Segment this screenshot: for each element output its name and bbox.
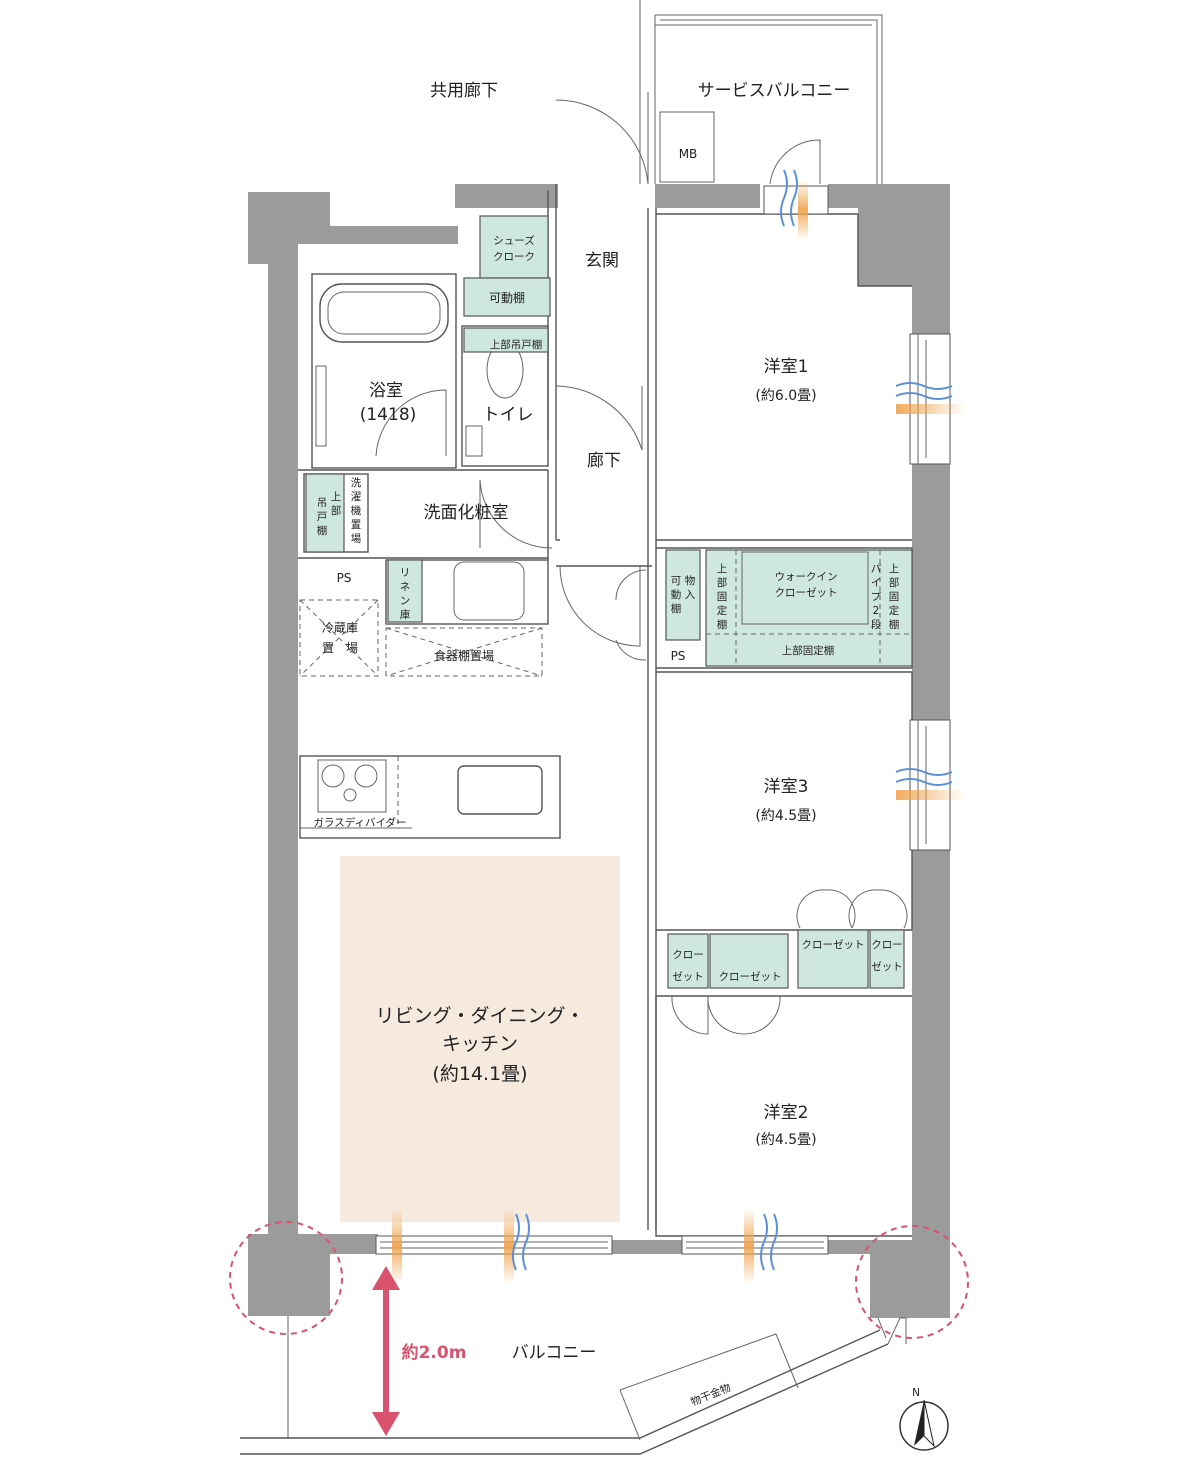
closet-r-small-label-1: クロー — [871, 939, 903, 951]
hanging-char-4: 上 — [331, 491, 342, 503]
storage-char-1: 物 — [685, 574, 696, 587]
ps-right-label: PS — [671, 649, 686, 663]
linen-char-3: ン — [400, 595, 411, 607]
closet-right — [797, 929, 869, 989]
shoes-cloak — [479, 215, 549, 279]
closet-r-label: クローゼット — [802, 939, 865, 951]
storage-char-3: 可 — [671, 575, 682, 587]
pipe-char-1: パ — [871, 563, 882, 575]
upper-fixed-v-char-1: 上 — [717, 563, 728, 575]
linen-char-1: リ — [400, 567, 411, 579]
bath-name-label: 浴室 — [369, 381, 403, 401]
upper-fixed-h-label: 上部固定棚 — [782, 644, 835, 657]
walkin-label-2: クローゼット — [775, 587, 838, 599]
storage-fills — [305, 215, 913, 1222]
genkan-label: 玄関 — [585, 251, 619, 271]
room2-size-label: (約4.5畳) — [755, 1132, 816, 1148]
room3-name-label: 洋室3 — [764, 777, 809, 797]
north-label: N — [912, 1387, 920, 1399]
service-balcony-railing — [639, 0, 883, 184]
pipe-char-4: 2 — [873, 605, 880, 617]
linen-storage — [387, 559, 423, 623]
toilet-label: トイレ — [483, 405, 534, 425]
upper-fixed-r-char-4: 定 — [889, 604, 900, 617]
mb-label: MB — [679, 147, 698, 161]
hanging-char-1: 吊 — [317, 497, 328, 509]
balcony — [240, 1316, 907, 1455]
dish-shelf-label: 食器棚置場 — [434, 648, 494, 663]
upper-fixed-v-char-5: 棚 — [717, 618, 728, 631]
glass-divider-label: ガラスディバイダー — [313, 816, 406, 829]
room1-name-label: 洋室1 — [764, 357, 809, 377]
depth-label: 約2.0m — [402, 1342, 467, 1363]
corridor-label: 廊下 — [587, 451, 621, 471]
ldk-label-2: キッチン — [442, 1033, 518, 1055]
ldk-area — [340, 856, 620, 1222]
closet-small-label-1: クロー — [672, 949, 704, 961]
upper-fixed-r-char-2: 部 — [889, 576, 900, 589]
highlight-circle-right — [855, 1225, 969, 1339]
ldk-label-1: リビング・ダイニング・ — [375, 1005, 584, 1027]
hanging-char-3: 棚 — [317, 524, 328, 537]
room1-size-label: (約6.0畳) — [755, 388, 816, 404]
washer-char-5: 場 — [351, 532, 362, 545]
service-balcony-label: サービスバルコニー — [698, 81, 851, 101]
upper-hanging-shelf — [463, 327, 549, 353]
depth-arrow — [372, 1266, 400, 1436]
fridge-label-1: 冷蔵庫 — [322, 621, 358, 635]
upper-fixed-r-char-5: 棚 — [889, 618, 900, 631]
closet-right-small — [869, 929, 905, 989]
ps-left-label: PS — [337, 571, 352, 585]
highlight-circle-left — [229, 1221, 343, 1335]
fridge-label-2: 置 場 — [322, 641, 358, 655]
north-arrow — [899, 1399, 949, 1451]
closet-r-small-label-2: ゼット — [871, 961, 903, 973]
closet-small-label-2: ゼット — [672, 971, 704, 983]
pipe-char-5: 段 — [871, 618, 882, 631]
storage-movable — [665, 549, 701, 641]
closet-mid — [709, 933, 789, 989]
storage-char-2: 入 — [685, 589, 696, 601]
walkin-closet — [705, 549, 913, 667]
linen-char-2: ネ — [400, 581, 411, 593]
bath-size-label: (1418) — [360, 405, 417, 425]
washer-upper-shelf — [305, 473, 345, 553]
hanging-char-5: 部 — [331, 504, 342, 517]
movable-shelf-entry-label: 可動棚 — [489, 290, 525, 305]
ldk-label-3: (約14.1畳) — [432, 1063, 527, 1085]
balcony-label: バルコニー — [512, 1343, 597, 1363]
washer-char-4: 置 — [351, 519, 362, 531]
pipe-char-3: プ — [871, 591, 882, 603]
upper-fixed-v-char-4: 定 — [717, 604, 728, 617]
hanging-char-2: 戸 — [317, 511, 328, 523]
washer-char-3: 機 — [351, 504, 362, 517]
shoes-cloak-label-2: クローク — [493, 251, 535, 263]
upper-fixed-r-char-3: 固 — [889, 591, 900, 603]
labels: 共用廊下 サービスバルコニー MB シューズ クローク 可動棚 玄関 上部吊戸棚… — [313, 81, 920, 1409]
shoes-cloak-label-1: シューズ — [493, 234, 534, 247]
storage-char-5: 棚 — [671, 602, 682, 615]
storage-char-4: 動 — [671, 588, 682, 601]
airflow-marks — [392, 169, 966, 1284]
interior-walls — [298, 92, 913, 1237]
upper-fixed-v-char-2: 部 — [717, 576, 728, 589]
pipe-char-2: イ — [871, 577, 882, 589]
room2-name-label: 洋室2 — [764, 1103, 809, 1123]
upper-fixed-r-char-1: 上 — [889, 563, 900, 575]
closet-label: クローゼット — [719, 971, 782, 983]
washroom-label: 洗面化粧室 — [424, 503, 509, 523]
washer-char-2: 濯 — [351, 491, 362, 503]
movable-shelf-entry — [463, 277, 551, 317]
washer-char-1: 洗 — [351, 477, 362, 489]
linen-char-4: 庫 — [400, 608, 411, 621]
drying-rack-label: 物干金物 — [689, 1381, 733, 1409]
closet-small-left — [667, 933, 709, 989]
common-corridor-label: 共用廊下 — [430, 81, 498, 101]
upper-fixed-v-char-3: 固 — [717, 591, 728, 603]
upper-hanging-shelf-label: 上部吊戸棚 — [490, 338, 543, 351]
room3-size-label: (約4.5畳) — [755, 808, 816, 824]
walkin-label-1: ウォークイン — [775, 571, 838, 583]
